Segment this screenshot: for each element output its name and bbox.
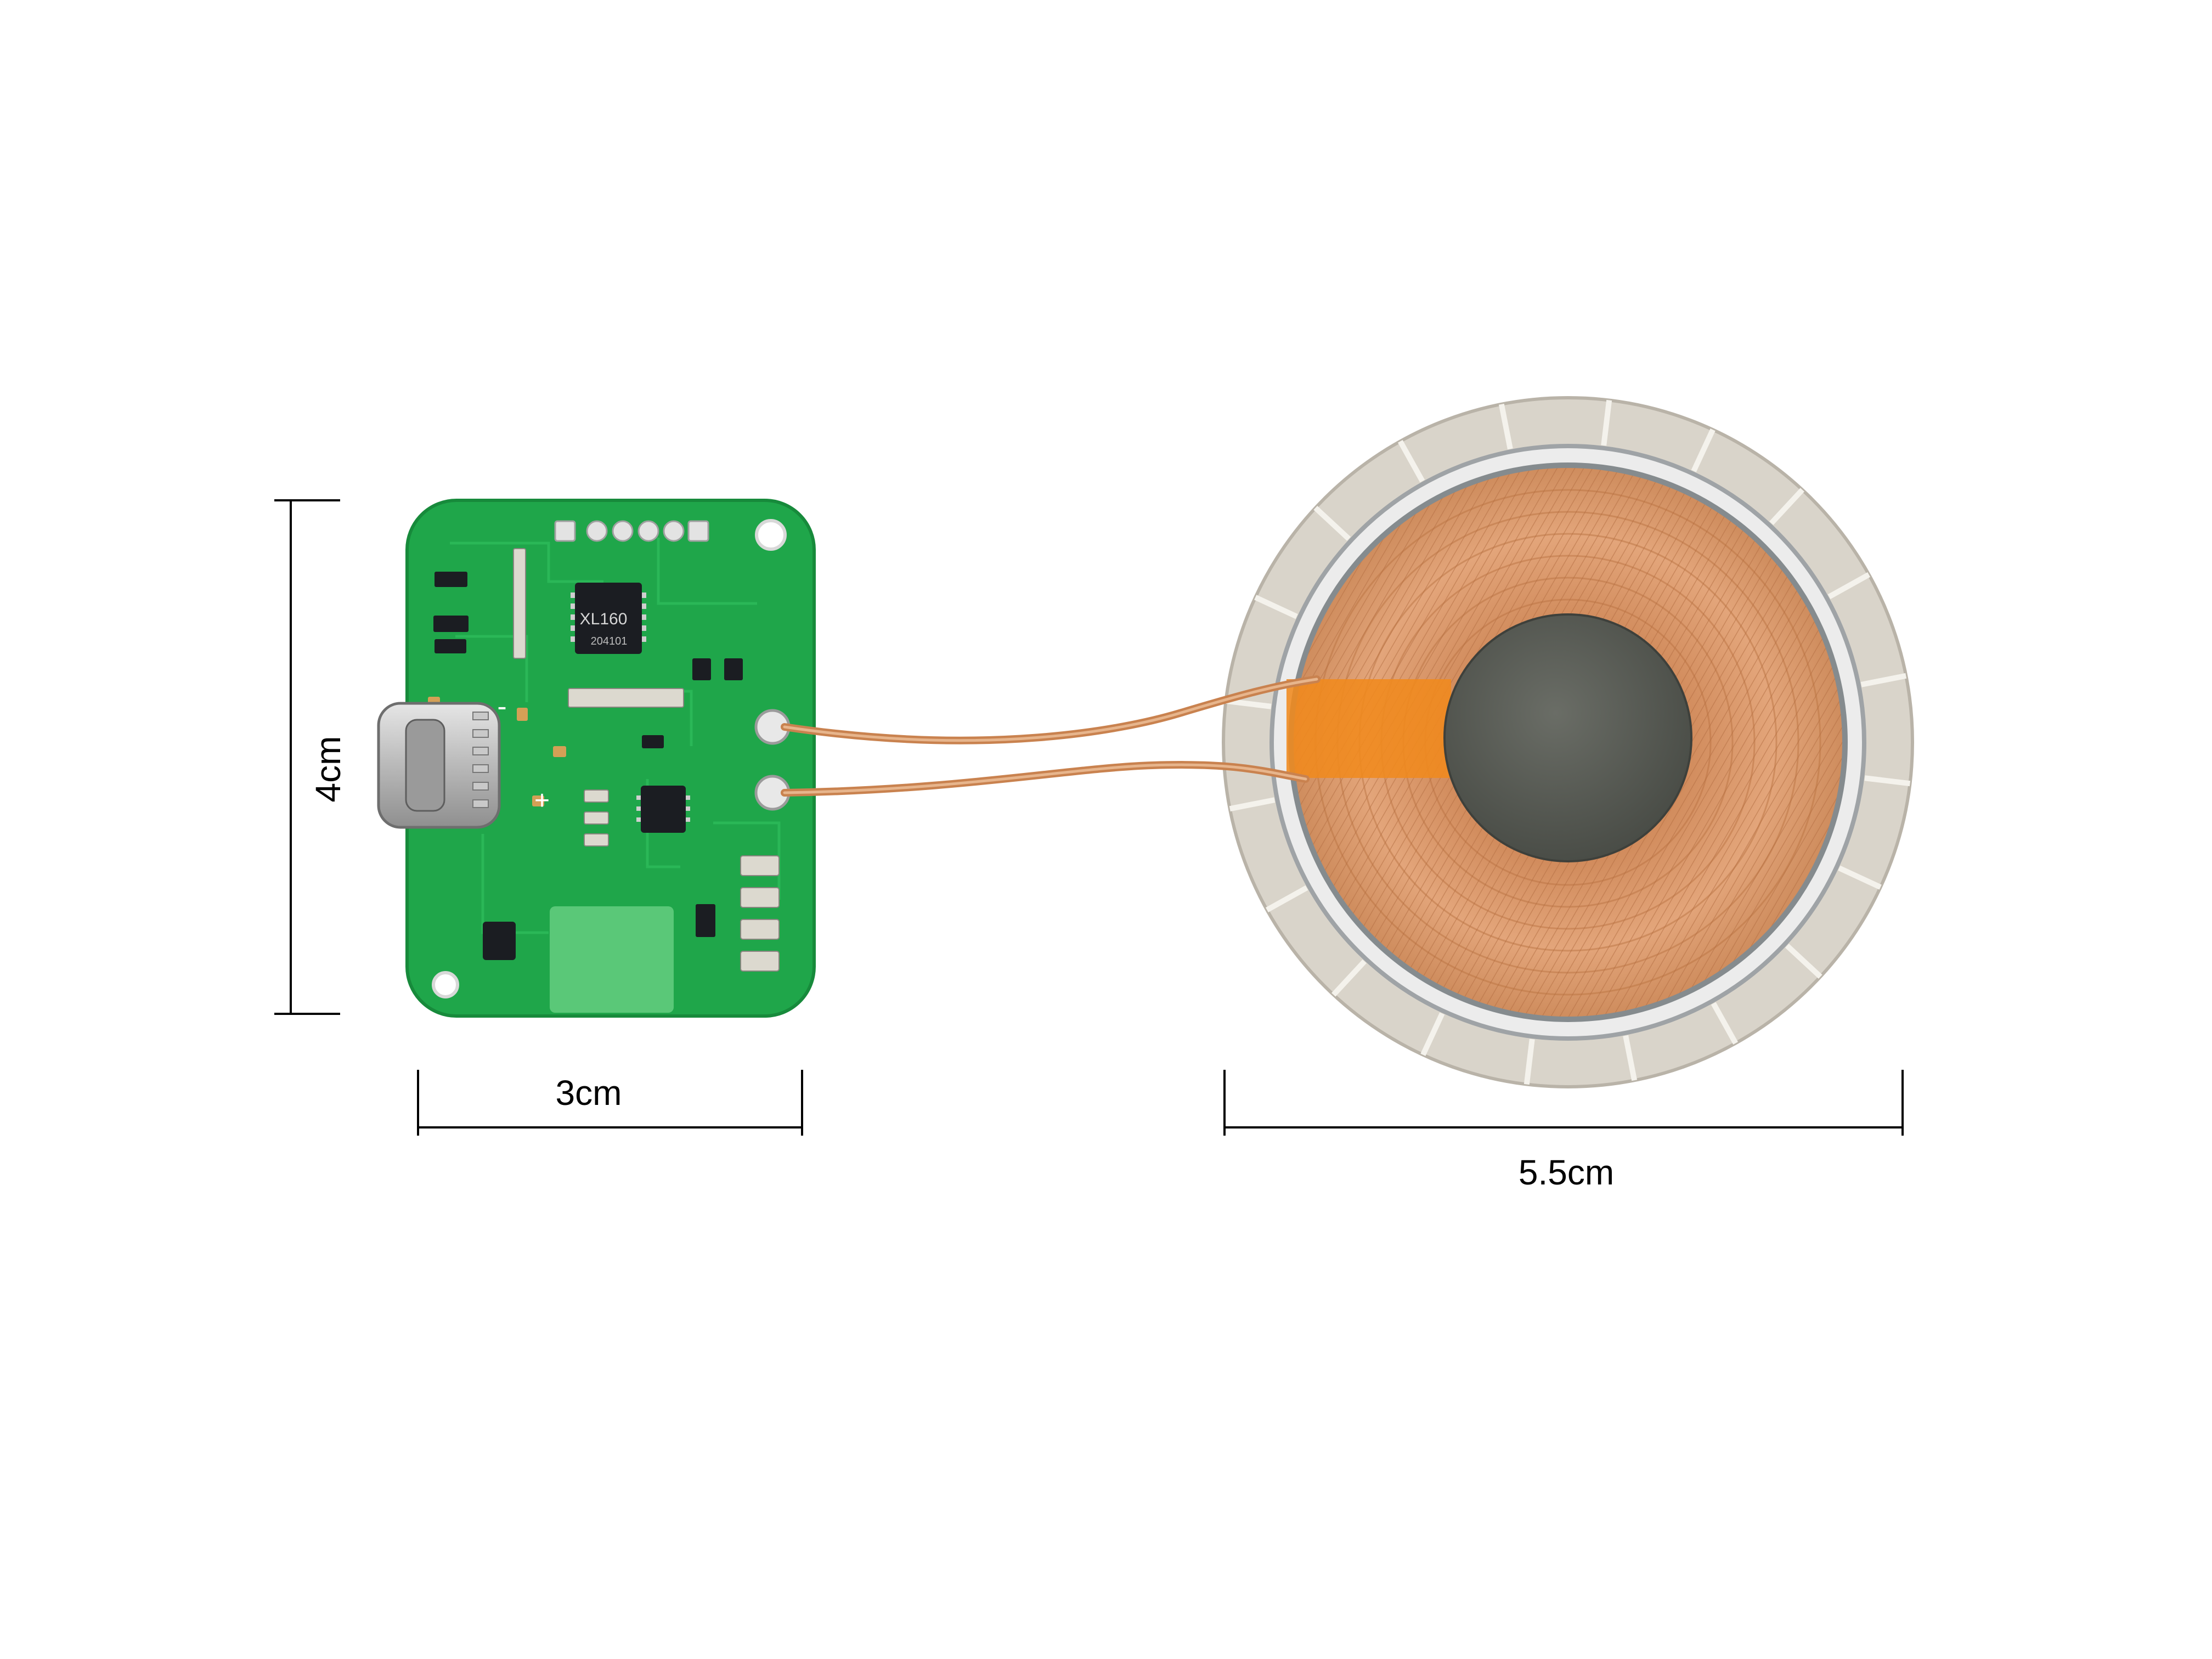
- magnet-segment-divider: [1265, 885, 1308, 913]
- main-chip-label: XL160: [580, 610, 628, 628]
- mounting-hole: [432, 971, 459, 998]
- magnet-segment-divider: [1420, 1012, 1445, 1056]
- magnet-segment-divider: [1769, 488, 1804, 526]
- lead-wires: [781, 675, 1321, 797]
- ferrite-core: [1443, 613, 1692, 862]
- secondary-chip: [636, 786, 690, 833]
- dimension-lines: [274, 499, 1904, 1136]
- magnet-segment-divider: [1498, 403, 1513, 450]
- magnet-segment-divider: [1397, 439, 1425, 483]
- board-width-dimension-label: 3cm: [555, 1073, 622, 1113]
- usb-c-port: [377, 702, 501, 829]
- coil-width-dimension-label: 5.5cm: [1518, 1153, 1615, 1192]
- main-chip: [571, 583, 646, 654]
- magnet-segment-divider: [1827, 572, 1871, 600]
- magnet-segment-divider: [1313, 506, 1351, 541]
- magnet-segment-divider: [1785, 944, 1822, 979]
- magnet-segment-divider: [1864, 775, 1911, 787]
- magnet-segment-divider: [1225, 698, 1272, 709]
- charging-coil: [1222, 396, 1914, 1088]
- board-minus-mark: -: [497, 691, 506, 723]
- magnet-segment-divider: [1229, 797, 1276, 812]
- magnet-segment-divider: [1254, 595, 1298, 619]
- magnet-segment-divider: [1623, 1035, 1638, 1081]
- kapton-tape: [1286, 679, 1451, 778]
- magnet-segment-divider: [1711, 1002, 1739, 1045]
- magnet-segment-divider: [1860, 673, 1907, 687]
- magnet-segment-divider: [1691, 428, 1716, 472]
- magnet-segment-divider: [1601, 399, 1612, 446]
- main-chip-code: 204101: [591, 635, 628, 647]
- board-plus-mark: +: [534, 786, 550, 815]
- magnet-segment-divider: [1331, 959, 1367, 997]
- magnet-segment-divider: [1838, 865, 1882, 890]
- magnet-segment-divider: [1523, 1039, 1535, 1085]
- mounting-hole: [755, 519, 787, 551]
- copper-pour: [550, 906, 674, 1013]
- pcb-board: [405, 499, 816, 1018]
